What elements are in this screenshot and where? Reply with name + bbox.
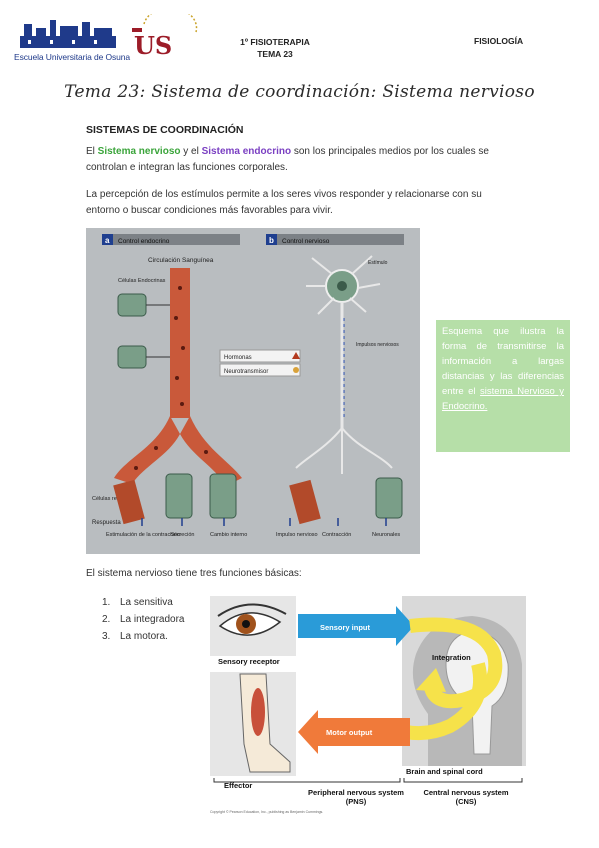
integration-loop bbox=[409, 617, 503, 709]
effector-label: Effector bbox=[224, 781, 252, 790]
integration-label: Integration bbox=[432, 653, 471, 662]
blood-label: Circulación Sanguínea bbox=[148, 257, 214, 264]
stimulus-label: Estímulo bbox=[368, 260, 388, 266]
note-link[interactable]: sistema Nervioso y Endocrino. bbox=[442, 386, 565, 412]
castle-icon bbox=[20, 20, 116, 48]
nerve-impulses-label: Impulsos nerviosos bbox=[356, 342, 399, 348]
nerve-muscle-cell bbox=[289, 479, 321, 525]
legend-neuro bbox=[219, 363, 301, 377]
paragraph-1: El Sistema nervioso y el Sistema endocri… bbox=[86, 144, 516, 176]
term-nervous-system: Sistema nervioso bbox=[97, 146, 181, 157]
figure-note: Esquema que ilustra la forma de transmit… bbox=[436, 320, 570, 452]
panel-b-header bbox=[266, 234, 404, 245]
p1-post: son los principales medios por los cuale… bbox=[86, 146, 489, 173]
list-item: 3. La motora. bbox=[102, 628, 185, 645]
nerve-target-cell bbox=[375, 477, 403, 519]
legend-hormones bbox=[219, 349, 301, 363]
neuron bbox=[295, 255, 393, 474]
endocrine-cell-1 bbox=[117, 293, 147, 317]
contraction-label: Contracción bbox=[322, 532, 351, 538]
sensory-input-label: Sensory input bbox=[320, 623, 371, 632]
school-name: Escuela Universitaria de Osuna bbox=[14, 52, 131, 62]
course-line1: 1º FISIOTERAPIA bbox=[240, 37, 310, 47]
response-label: Respuesta bbox=[92, 520, 121, 526]
cns-label: Central nervous system (CNS) bbox=[423, 788, 509, 806]
p1-mid: y el bbox=[180, 146, 202, 157]
endocrine-cells-label: Células Endocrinas bbox=[118, 278, 166, 284]
panel-a-letter: a bbox=[105, 236, 110, 245]
endocrine-cell-2 bbox=[117, 345, 147, 369]
us-emblem-icon: US bbox=[132, 6, 198, 60]
panel-b-title: Control nervioso bbox=[282, 238, 330, 245]
note-text: Esquema que ilustra la forma de transmit… bbox=[442, 326, 564, 397]
list-label: La sensitiva bbox=[120, 597, 173, 608]
secretory-cell bbox=[165, 473, 193, 519]
list-item: 2. La integradora bbox=[102, 611, 185, 628]
svg-text:US: US bbox=[134, 31, 172, 60]
panel-a-header bbox=[102, 234, 240, 245]
brain-label: Brain and spinal cord bbox=[406, 767, 483, 776]
list-item: 1. La sensitiva bbox=[102, 594, 185, 611]
endocrine-vs-nervous-figure: a Control endocrino b Control nervioso C… bbox=[86, 228, 420, 554]
section-heading: SISTEMAS DE COORDINACIÓN bbox=[86, 124, 244, 136]
document-title: Tema 23: Sistema de coordinación: Sistem… bbox=[64, 82, 535, 102]
list-label: La integradora bbox=[120, 614, 185, 625]
nervous-functions-figure: Sensory receptor Effector Brain and spin… bbox=[210, 594, 526, 818]
list-label: La motora. bbox=[120, 631, 168, 642]
motor-output-arrow bbox=[298, 710, 410, 754]
pns-label: Peripheral nervous system (PNS) bbox=[308, 788, 404, 806]
neuronal-label: Neuronales bbox=[372, 532, 400, 538]
legend-neuro-label: Neurotransmisor bbox=[224, 369, 268, 375]
paragraph-2: La percepción de los estímulos permite a… bbox=[86, 189, 482, 216]
internal-cell bbox=[209, 473, 237, 519]
term-endocrine-system: Sistema endocrino bbox=[201, 146, 292, 157]
list-num: 2. bbox=[102, 614, 111, 625]
university-logo: Escuela Universitaria de Osuna bbox=[14, 16, 130, 64]
p1-pre: El bbox=[86, 146, 98, 157]
motor-output-label: Motor output bbox=[326, 728, 373, 737]
impulse-label: Impulso nervioso bbox=[276, 532, 318, 538]
course-line2: TEMA 23 bbox=[257, 49, 293, 59]
secretion-label: Secreción bbox=[170, 532, 194, 538]
figure-credit: Copyright © Pearson Education, Inc., pub… bbox=[210, 810, 324, 814]
us-logo: US bbox=[130, 6, 202, 62]
paragraph-3: El sistema nervioso tiene tres funciones… bbox=[86, 568, 302, 579]
muscle-cell bbox=[113, 479, 145, 525]
internal-change-label: Cambio interno bbox=[210, 532, 247, 538]
muscle-stim-label: Estimulación de la contracción bbox=[106, 532, 180, 538]
functions-list: 1. La sensitiva 2. La integradora 3. La mot… bbox=[102, 594, 185, 645]
sensory-receptor-label: Sensory receptor bbox=[218, 657, 280, 666]
subject-label: FISIOLOGÍA bbox=[474, 36, 524, 46]
course-info: 1º FISIOTERAPIA TEMA 23 bbox=[230, 36, 320, 60]
receptor-cells-label: Células receptoras bbox=[92, 496, 138, 502]
sensory-input-arrow bbox=[298, 606, 414, 646]
panel-a-title: Control endocrino bbox=[118, 238, 170, 245]
list-num: 3. bbox=[102, 631, 111, 642]
legend-hormones-label: Hormonas bbox=[224, 355, 252, 361]
blood-vessel bbox=[114, 268, 242, 486]
list-num: 1. bbox=[102, 597, 111, 608]
panel-b-letter: b bbox=[269, 236, 274, 245]
